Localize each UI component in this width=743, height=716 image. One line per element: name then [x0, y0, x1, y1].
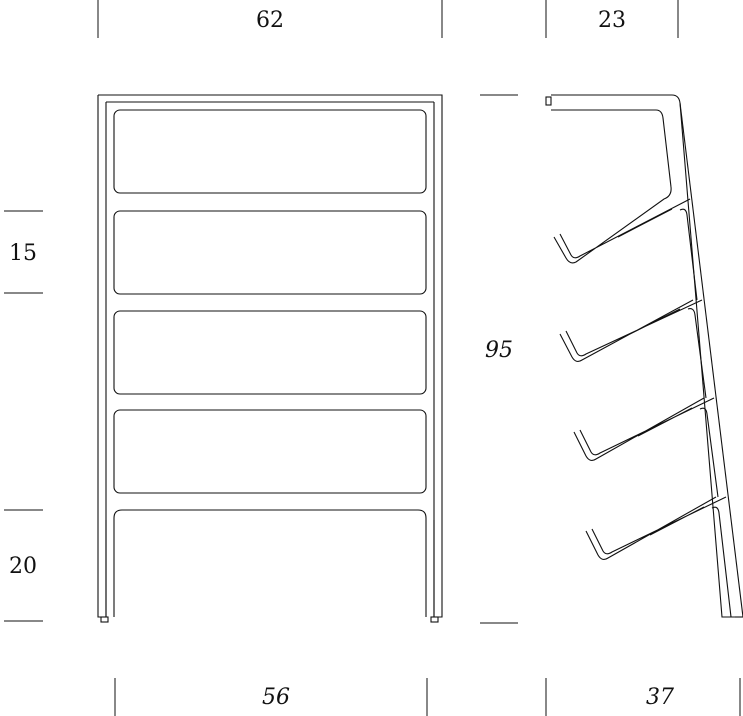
side-top-cap — [545, 96, 552, 106]
height-dimension: 95 — [480, 94, 518, 624]
side-top-bar — [551, 94, 735, 618]
dimension-label-front-top: 62 — [256, 8, 284, 33]
front-foot-right — [430, 616, 439, 623]
side-back-leg-outer — [679, 102, 743, 618]
front-shelf-4 — [113, 409, 427, 494]
bottom-dimension-side: 37 — [545, 678, 741, 716]
front-frame-outline — [97, 94, 443, 618]
left-dimension-lower: 20 — [4, 509, 43, 622]
front-shelf-1 — [113, 109, 427, 194]
side-view — [545, 94, 743, 618]
top-dimension-front: 62 — [97, 0, 443, 38]
side-top-bar-inner — [551, 109, 672, 188]
front-shelf-2 — [113, 210, 427, 295]
dimension-label-left-upper: 15 — [9, 241, 37, 266]
side-shelf-4 — [585, 496, 732, 618]
front-bottom-opening — [113, 509, 427, 617]
side-shelf-3 — [573, 397, 719, 498]
dimension-label-side-top: 23 — [598, 8, 626, 33]
dimension-label-total-height: 95 — [485, 338, 513, 363]
bottom-dimension-front: 56 — [114, 678, 428, 716]
side-shelf-2 — [559, 299, 707, 399]
left-dimension-upper: 15 — [4, 210, 43, 294]
front-foot-left — [100, 616, 109, 623]
dimension-label-side-bottom: 37 — [646, 685, 674, 710]
front-shelf-3 — [113, 310, 427, 395]
top-dimension-side: 23 — [545, 0, 679, 38]
front-view — [97, 94, 443, 623]
dimension-label-left-lower: 20 — [9, 554, 37, 579]
side-shelf-1 — [553, 186, 698, 301]
dimension-label-front-bottom: 56 — [262, 685, 290, 710]
